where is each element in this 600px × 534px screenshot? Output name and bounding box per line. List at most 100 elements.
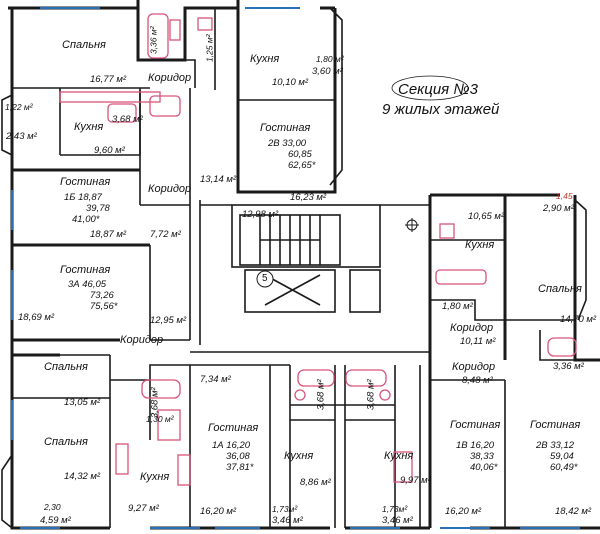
apt-2v-right-total: 59,04 <box>550 451 574 462</box>
section-title: Секция №3 <box>398 81 478 98</box>
area-3-68-left: 3,68 м² <box>112 114 143 125</box>
floors-note: 9 жилых этажей <box>382 101 500 118</box>
area-1-25: 1,25 м² <box>204 34 215 63</box>
apt-1b-right-full: 40,06* <box>470 462 498 473</box>
apt-1b-left-code: 1Б <box>64 192 76 203</box>
area-14-32: 14,32 м² <box>64 471 101 482</box>
area-2-90: 2,90 м² <box>543 203 574 214</box>
area-3-68-c2: 3,68 м² <box>365 379 377 411</box>
area-12-95: 12,95 м² <box>150 315 187 326</box>
apt-2v-top-full: 62,65* <box>288 160 316 171</box>
area-3-46-b: 3,46 м² <box>382 515 413 526</box>
area-1-30: 1,30 м² <box>146 414 174 424</box>
room-koridor-top: Коридор <box>148 72 192 84</box>
apt-1a-full: 37,81* <box>226 462 254 473</box>
area-10-65: 10,65 м² <box>468 211 505 222</box>
area-18-69: 18,69 м² <box>18 312 55 323</box>
stair-core <box>190 200 430 353</box>
area-3-36-right: 3,36 м² <box>553 361 584 372</box>
apt-2v-top: 2В 33,00 60,85 62,65* <box>268 138 315 171</box>
area-1-45: 1,45 <box>556 191 573 201</box>
area-9-60: 9,60 м² <box>94 145 125 156</box>
area-4-59: 4,59 м² <box>40 515 71 526</box>
apt-3a-total: 73,26 <box>90 290 114 301</box>
apt-1a: 1А 16,20 36,08 37,81* <box>212 440 253 473</box>
area-10-10: 10,10 м² <box>272 77 309 88</box>
area-18-42: 18,42 м² <box>555 506 592 517</box>
room-gostinaya-2v-right: Гостиная <box>530 419 581 431</box>
room-koridor-right-2: Коридор <box>452 361 496 373</box>
apt-2v-top-living: 33,00 <box>282 138 307 149</box>
area-13-14: 13,14 м² <box>200 174 237 185</box>
room-gostinaya-top: Гостиная <box>260 122 311 134</box>
area-9-97: 9,97 м² <box>400 475 431 486</box>
apt-2v-right-code: 2В <box>536 440 548 451</box>
apt-1b-right: 1В 16,20 38,33 40,06* <box>456 440 497 473</box>
apt-1b-right-total: 38,33 <box>470 451 494 462</box>
area-7-34: 7,34 м² <box>200 374 231 385</box>
room-gostinaya-1b: Гостиная <box>60 176 111 188</box>
area-1-80-right: 1,80 м² <box>442 301 473 312</box>
stair-number: 5 <box>262 273 268 284</box>
area-12-98: 12,98 м² <box>242 209 279 220</box>
apt-2v-top-total: 60,85 <box>288 149 312 160</box>
windows <box>11 7 580 529</box>
room-kukhnya-left: Кухня <box>74 121 104 133</box>
area-8-48: 8,48 м² <box>462 375 493 386</box>
area-1-22: 1,22 м² <box>5 102 33 112</box>
apt-1a-living: 16,20 <box>226 440 251 451</box>
apt-3a-code: 3А <box>68 279 80 290</box>
room-spalnya-right: Спальня <box>538 283 582 295</box>
area-16-20-right: 16,20 м² <box>445 506 482 517</box>
apt-3a: 3А 46,05 73,26 75,56* <box>68 279 117 312</box>
apt-1a-code: 1А <box>212 440 224 451</box>
room-koridor-1b: Коридор <box>148 183 192 195</box>
apt-1b-left-living: 18,87 <box>78 192 102 203</box>
apt-1b-left-full: 41,00* <box>72 214 100 225</box>
room-gostinaya-1a: Гостиная <box>208 422 259 434</box>
stair-marker <box>256 75 469 288</box>
area-3-46-a: 3,46 м² <box>272 515 303 526</box>
apt-1b-right-code: 1В <box>456 440 468 451</box>
area-3-60: 3,60 м² <box>312 66 343 77</box>
apt-2v-right-full: 60,49* <box>550 462 578 473</box>
room-gostinaya-3a: Гостиная <box>60 264 111 276</box>
room-kukhnya-c2: Кухня <box>384 450 414 462</box>
room-spalnya-top: Спальня <box>62 39 106 51</box>
area-1-80-top: 1,80 м² <box>316 54 344 64</box>
room-koridor-3a: Коридор <box>120 334 164 346</box>
room-kukhnya-top: Кухня <box>250 53 280 65</box>
room-spalnya-3a-1: Спальня <box>44 361 88 373</box>
apt-3a-living: 46,05 <box>82 279 107 290</box>
area-2-43: 2,43 м² <box>6 131 37 142</box>
interior-walls <box>12 8 575 528</box>
area-3-36-top: 3,36 м² <box>148 26 159 55</box>
apt-1b-left-total: 39,78 <box>86 203 110 214</box>
area-16-77: 16,77 м² <box>90 74 127 85</box>
apt-2v-top-code: 2В <box>268 138 280 149</box>
area-1-73-a: 1,73м² <box>272 504 298 514</box>
area-10-11: 10,11 м² <box>460 336 496 347</box>
apt-1b-left: 1Б 18,87 39,78 41,00* <box>64 192 110 225</box>
area-18-87: 18,87 м² <box>90 229 127 240</box>
apt-2v-right: 2В 33,12 59,04 60,49* <box>536 440 577 473</box>
area-8-86: 8,86 м² <box>300 477 331 488</box>
area-16-23: 16,23 м² <box>290 192 327 203</box>
area-9-27: 9,27 м² <box>128 503 159 514</box>
room-koridor-right-1: Коридор <box>450 322 494 334</box>
area-16-20-1a: 16,20 м² <box>200 506 237 517</box>
room-kukhnya-1a: Кухня <box>140 471 170 483</box>
bath-fixtures <box>59 13 577 486</box>
area-1-73-b: 1,73м² <box>382 504 408 514</box>
room-kukhnya-c1: Кухня <box>284 450 314 462</box>
area-3-68-c1: 3,68 м² <box>315 379 327 411</box>
area-14-70: 14,70 м² <box>560 314 597 325</box>
room-gostinaya-1b-right: Гостиная <box>450 419 501 431</box>
area-7-72: 7,72 м² <box>150 229 181 240</box>
area-2-30: 2,30 <box>44 502 61 512</box>
area-13-05: 13,05 м² <box>64 397 101 408</box>
apt-1b-right-living: 16,20 <box>470 440 495 451</box>
apt-2v-right-living: 33,12 <box>550 440 575 451</box>
apt-1a-total: 36,08 <box>226 451 250 462</box>
